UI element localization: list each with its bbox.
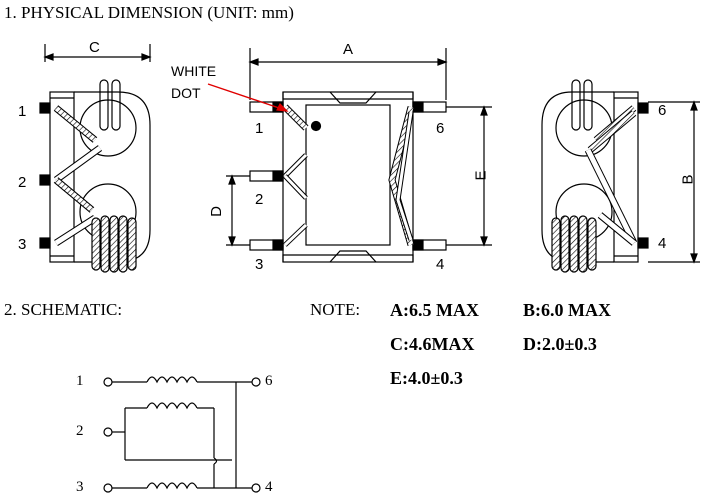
schematic-diagram	[103, 376, 261, 493]
left-pin-1: 1	[18, 103, 27, 120]
schematic-heading: 2. SCHEMATIC:	[4, 300, 123, 319]
left-pin-3: 3	[18, 236, 27, 253]
physical-dimension-heading: 1. PHYSICAL DIMENSION (UNIT: mm)	[4, 3, 294, 22]
note-e: E:4.0±0.3	[390, 368, 463, 388]
note-a: A:6.5 MAX	[390, 300, 479, 320]
schematic-pin-4: 4	[265, 479, 273, 495]
dim-e-label: E	[472, 170, 490, 181]
schematic-pin-2: 2	[76, 423, 84, 439]
note-label: NOTE:	[310, 300, 361, 319]
white-dot-label-line2: DOT	[171, 85, 201, 101]
front-pin-4: 4	[436, 256, 445, 273]
front-pin-2: 2	[255, 191, 264, 208]
front-pin-1: 1	[255, 120, 264, 137]
front-pin-3: 3	[255, 256, 264, 273]
front-pin-6: 6	[436, 120, 445, 137]
note-c: C:4.6MAX	[390, 334, 475, 354]
dim-b-label: B	[679, 174, 697, 185]
note-b: B:6.0 MAX	[523, 300, 611, 320]
schematic-pin-1: 1	[76, 373, 84, 389]
schematic-pin-3: 3	[76, 479, 84, 495]
front-view	[207, 48, 492, 263]
white-dot-label-line1: WHITE	[171, 63, 217, 79]
note-d: D:2.0±0.3	[523, 334, 597, 354]
dim-c-label: C	[89, 39, 100, 56]
right-pin-4: 4	[658, 235, 667, 252]
right-pin-6: 6	[658, 102, 667, 119]
right-side-view	[541, 79, 700, 273]
left-side-view	[39, 44, 152, 273]
dim-a-label: A	[343, 41, 354, 58]
dim-d-label: D	[207, 206, 225, 217]
left-pin-2: 2	[18, 174, 27, 191]
schematic-pin-6: 6	[265, 373, 273, 389]
